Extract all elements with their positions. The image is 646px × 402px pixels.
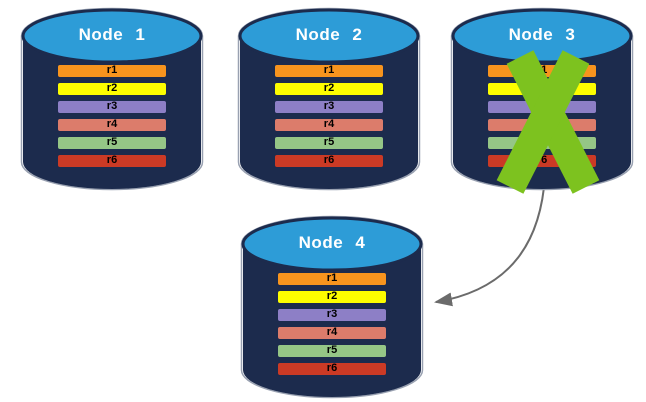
- node-1-replicas: r1 r2 r3 r4 r5 r6: [57, 64, 167, 168]
- replica-bar-r4: r4: [274, 118, 384, 132]
- replica-bar-r5: r5: [487, 136, 597, 150]
- replica-bar-r1: r1: [274, 64, 384, 78]
- replica-bar-r6: r6: [274, 154, 384, 168]
- replica-bar-r2: r2: [487, 82, 597, 96]
- node-4-label: Node 4: [298, 233, 366, 252]
- replica-bar-r1: r1: [487, 64, 597, 78]
- replica-bar-r4: r4: [57, 118, 167, 132]
- replica-bar-r1: r1: [277, 272, 387, 286]
- replica-bar-r2: r2: [277, 290, 387, 304]
- node-3-replicas: r1 r2 r3 r4 r5 r6: [487, 64, 597, 168]
- node-4: Node 4 r1 r2 r3 r4 r5 r6: [240, 213, 424, 399]
- node-2-label: Node 2: [295, 25, 363, 44]
- replica-bar-r3: r3: [57, 100, 167, 114]
- replica-bar-r1: r1: [57, 64, 167, 78]
- replica-bar-r4: r4: [487, 118, 597, 132]
- node-4-replicas: r1 r2 r3 r4 r5 r6: [277, 272, 387, 376]
- failover-arrow-path: [434, 175, 546, 307]
- replica-bar-r4: r4: [277, 326, 387, 340]
- replica-bar-r2: r2: [274, 82, 384, 96]
- replica-bar-r5: r5: [274, 136, 384, 150]
- node-3-label: Node 3: [508, 25, 576, 44]
- replica-bar-r3: r3: [487, 100, 597, 114]
- replica-bar-r5: r5: [57, 136, 167, 150]
- node-2: Node 2 r1 r2 r3 r4 r5 r6: [237, 5, 421, 191]
- node-1-label: Node 1: [78, 25, 146, 44]
- node-3: Node 3 r1 r2 r3 r4 r5 r6: [450, 5, 634, 194]
- replica-bar-r5: r5: [277, 344, 387, 358]
- replica-bar-r2: r2: [57, 82, 167, 96]
- node-1: Node 1 r1 r2 r3 r4 r5 r6: [20, 5, 204, 191]
- replica-bar-r6: r6: [57, 154, 167, 168]
- replica-bar-r3: r3: [277, 308, 387, 322]
- replica-bar-r6: r6: [487, 154, 597, 168]
- node-2-replicas: r1 r2 r3 r4 r5 r6: [274, 64, 384, 168]
- replica-bar-r3: r3: [274, 100, 384, 114]
- replica-bar-r6: r6: [277, 362, 387, 376]
